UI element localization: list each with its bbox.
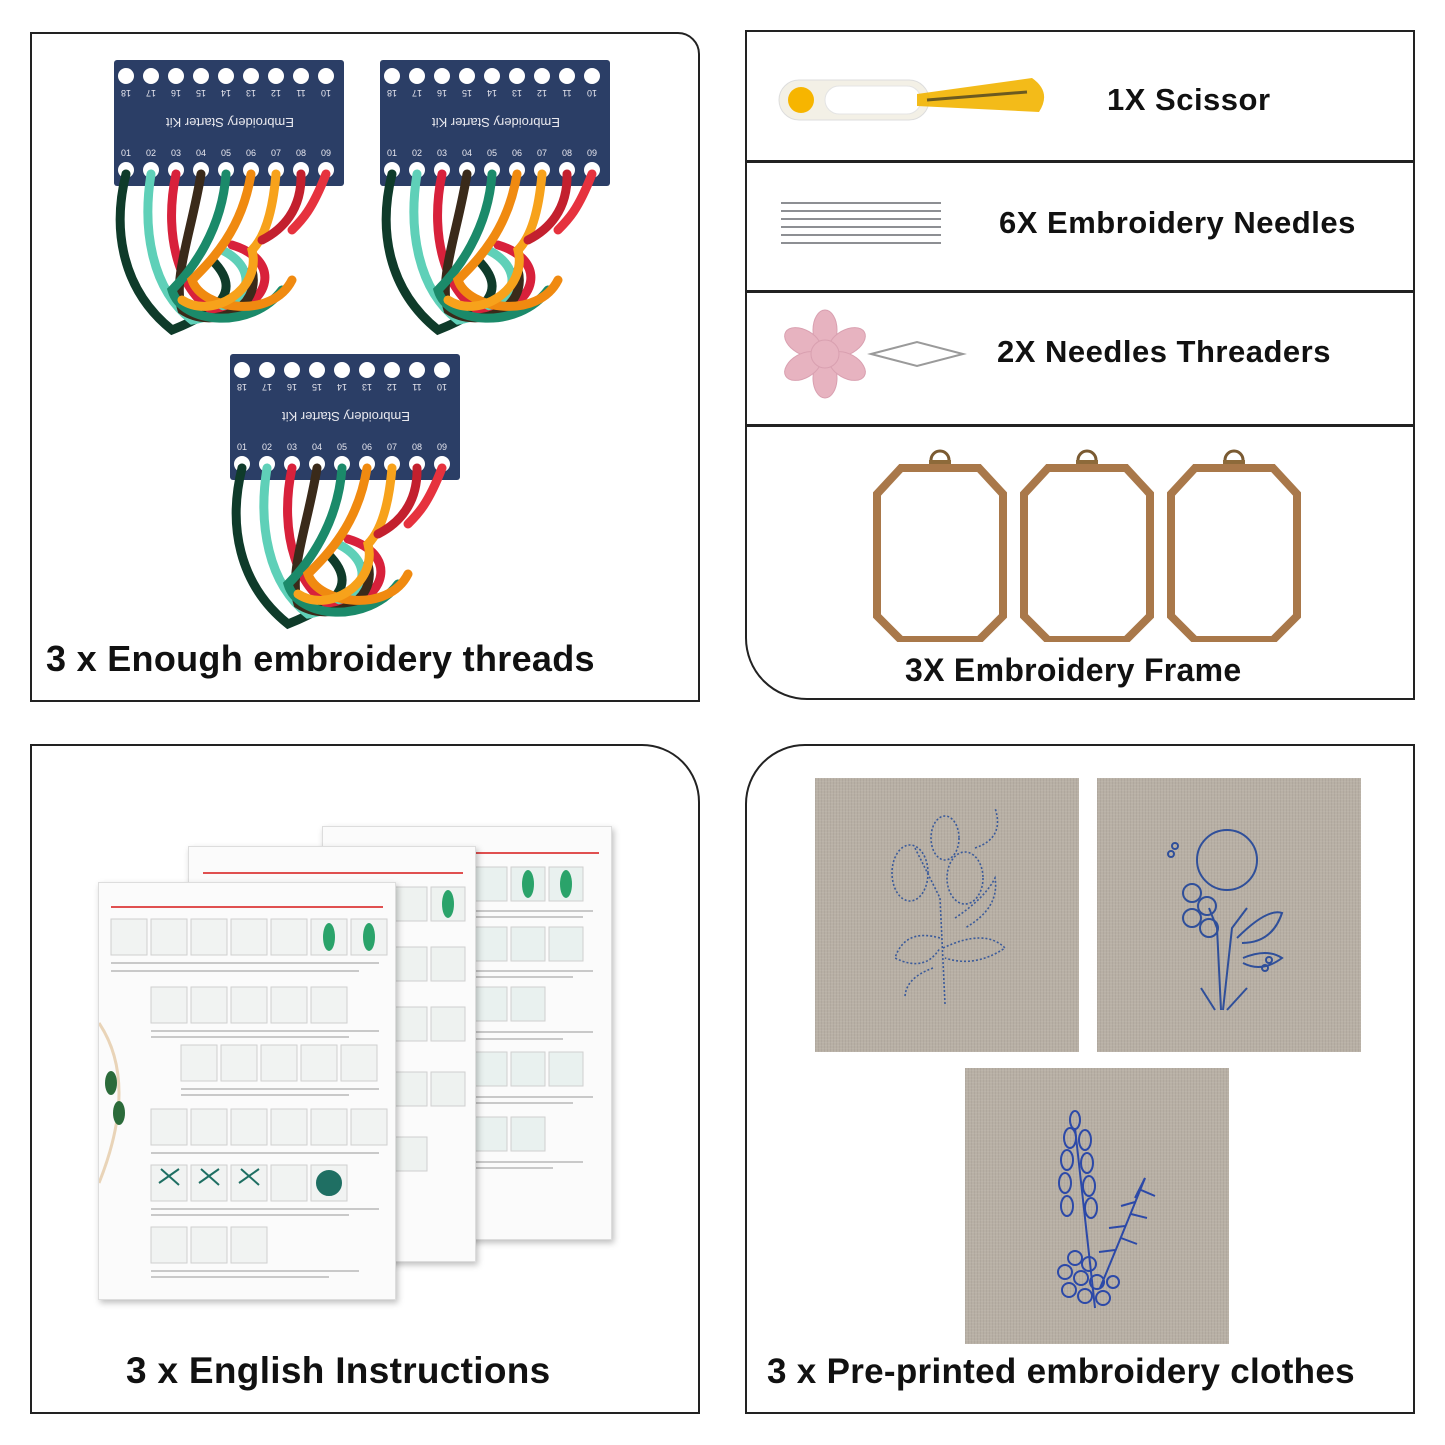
card-number-top: 17 <box>412 88 422 98</box>
card-number-top: 12 <box>537 88 547 98</box>
card-number-bottom: 07 <box>271 148 281 158</box>
card-number-bottom: 01 <box>237 442 247 452</box>
card-number-top: 15 <box>312 382 322 392</box>
card-number-bottom: 03 <box>171 148 181 158</box>
card-number-bottom: 08 <box>412 442 422 452</box>
card-number-top: 16 <box>437 88 447 98</box>
card-number-bottom: 05 <box>487 148 497 158</box>
svg-text:Embroidery Starter Kit: Embroidery Starter Kit <box>432 115 560 130</box>
card-number-top: 17 <box>262 382 272 392</box>
card-number-bottom: 07 <box>387 442 397 452</box>
instruction-sheet <box>97 882 396 1300</box>
card-number-bottom: 02 <box>146 148 156 158</box>
card-number-bottom: 03 <box>287 442 297 452</box>
card-number-top: 13 <box>246 88 256 98</box>
card-number-bottom: 06 <box>246 148 256 158</box>
threads-caption: 3 x Enough embroidery threads <box>46 638 595 679</box>
card-number-bottom: 09 <box>437 442 447 452</box>
card-number-bottom: 06 <box>512 148 522 158</box>
card-number-top: 16 <box>287 382 297 392</box>
card-number-top: 18 <box>121 88 131 98</box>
card-number-top: 14 <box>487 88 497 98</box>
card-number-top: 11 <box>412 382 421 392</box>
card-number-top: 14 <box>221 88 231 98</box>
card-number-bottom: 08 <box>296 148 306 158</box>
card-number-bottom: 02 <box>412 148 422 158</box>
scissor-label: 1X Scissor <box>1107 82 1271 117</box>
clothes-caption: 3 x Pre-printed embroidery clothes <box>767 1352 1355 1391</box>
instructions-panel: 3 x English Instructions <box>30 744 700 1414</box>
threader-icon <box>784 309 967 399</box>
card-number-bottom: 06 <box>362 442 372 452</box>
card-number-bottom: 01 <box>121 148 131 158</box>
embroidery-frame-icon <box>1020 449 1154 642</box>
threads-panel: Embroidery Starter Kit 18 17 16 15 14 13 12 11 1… <box>30 32 700 702</box>
divider <box>747 290 1413 293</box>
frame-caption: 3X Embroidery Frame <box>905 652 1242 688</box>
card-number-bottom: 04 <box>196 148 206 158</box>
fabric-square-2 <box>1097 778 1361 1052</box>
embroidery-frame-icon <box>873 449 1007 642</box>
card-number-bottom: 03 <box>437 148 447 158</box>
scissor-icon <box>778 78 1045 121</box>
card-number-bottom: 05 <box>337 442 347 452</box>
card-number-top: 12 <box>271 88 281 98</box>
divider <box>747 424 1413 427</box>
card-number-top: 18 <box>237 382 247 392</box>
instructions-caption: 3 x English Instructions <box>126 1350 551 1391</box>
card-number-top: 13 <box>512 88 522 98</box>
clothes-panel: 3 x Pre-printed embroidery clothes <box>745 744 1415 1414</box>
card-number-bottom: 08 <box>562 148 572 158</box>
card-number-bottom: 01 <box>387 148 397 158</box>
thread-kit-3: Embroidery Starter Kit 18 17 16 15 14 13 12 11 1… <box>230 354 460 630</box>
card-number-bottom: 02 <box>262 442 272 452</box>
needles-label: 6X Embroidery Needles <box>999 205 1356 240</box>
card-number-top: 11 <box>296 88 305 98</box>
thread-kit-1: Embroidery Starter Kit 18 17 16 15 14 13 12 11 1… <box>114 60 344 336</box>
card-number-bottom: 07 <box>537 148 547 158</box>
card-number-top: 10 <box>587 88 597 98</box>
svg-text:Embroidery Starter Kit: Embroidery Starter Kit <box>282 409 410 424</box>
embroidery-frame-icon <box>1167 449 1301 642</box>
card-number-top: 10 <box>437 382 447 392</box>
card-number-bottom: 09 <box>321 148 331 158</box>
tools-panel: 1X Scissor 6X Embroidery Needles 2X Need… <box>745 30 1415 700</box>
svg-text:Embroidery Starter Kit: Embroidery Starter Kit <box>166 115 294 130</box>
card-number-top: 14 <box>337 382 347 392</box>
card-number-bottom: 05 <box>221 148 231 158</box>
card-number-top: 12 <box>387 382 397 392</box>
card-number-bottom: 04 <box>312 442 322 452</box>
card-number-top: 15 <box>196 88 206 98</box>
card-number-bottom: 04 <box>462 148 472 158</box>
divider <box>747 160 1413 163</box>
needles-icon <box>781 202 941 244</box>
threader-label: 2X Needles Threaders <box>997 334 1331 369</box>
card-number-top: 13 <box>362 382 372 392</box>
card-number-top: 16 <box>171 88 181 98</box>
card-number-top: 18 <box>387 88 397 98</box>
fabric-square-3 <box>965 1068 1229 1344</box>
fabric-square-1 <box>815 778 1079 1052</box>
card-number-top: 11 <box>562 88 571 98</box>
card-number-top: 15 <box>462 88 472 98</box>
thread-kit-2: Embroidery Starter Kit 18 17 16 15 14 13 12 11 1… <box>380 60 610 336</box>
card-number-top: 10 <box>321 88 331 98</box>
card-number-bottom: 09 <box>587 148 597 158</box>
card-number-top: 17 <box>146 88 156 98</box>
